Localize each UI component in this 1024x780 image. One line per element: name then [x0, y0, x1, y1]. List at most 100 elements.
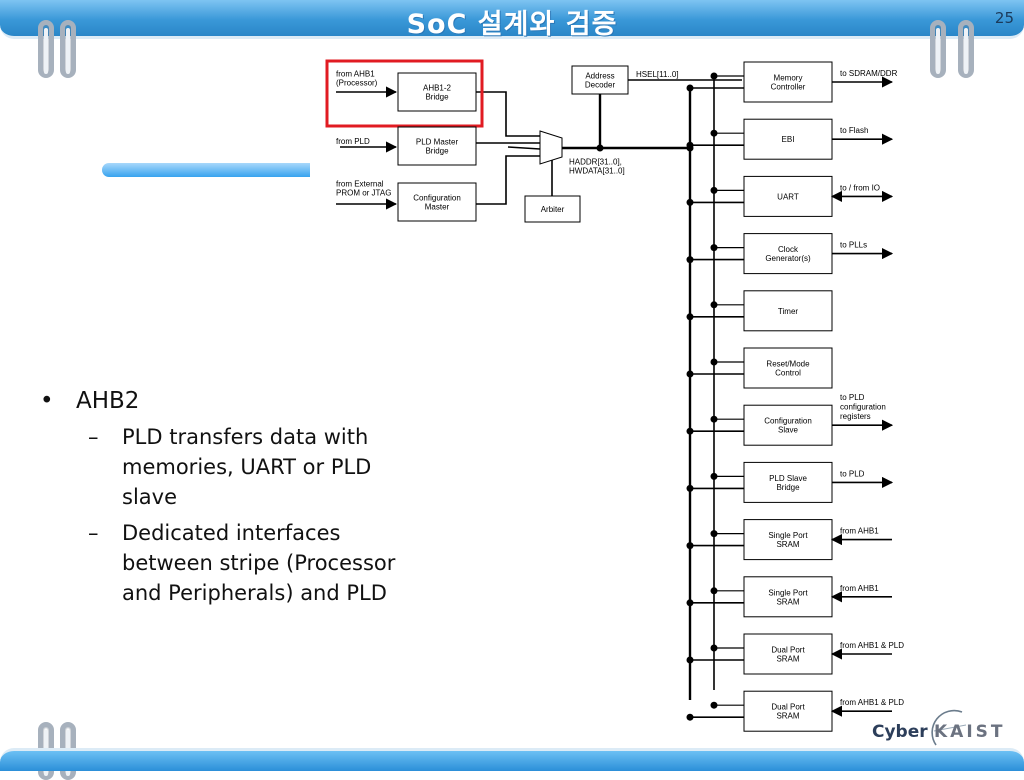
dash-icon: –: [88, 425, 99, 449]
slave-block-label: EBI: [782, 135, 795, 144]
sub-bullet-text: PLD transfers data with memories, UART o…: [122, 425, 372, 509]
slave-block: [743, 118, 833, 160]
dash-icon: –: [88, 521, 99, 545]
slave-block-label: Configuration: [764, 417, 812, 426]
slave-block: [743, 633, 833, 675]
slide-number: 25: [994, 9, 1014, 27]
binder-ring-icon: [38, 20, 54, 78]
junction-dot: [686, 713, 694, 721]
junction-dot: [710, 186, 718, 194]
slave-block: [743, 61, 833, 103]
address-decoder: [571, 65, 629, 95]
junction-dot: [686, 599, 694, 607]
junction-dot: [710, 701, 718, 709]
slave-block-label: Memory: [774, 74, 803, 83]
arbiter-label: Arbiter: [541, 205, 565, 214]
slave-block-label: Dual Port: [771, 703, 805, 712]
sub-bullet-text: Dedicated interfaces between stripe (Pro…: [122, 521, 396, 605]
slave-block-label: Generator(s): [765, 254, 811, 263]
logo-text-cyber: Cyber: [872, 722, 928, 742]
junction-dot: [686, 313, 694, 321]
address-decoder-label: Decoder: [585, 81, 616, 90]
junction-dot: [710, 587, 718, 595]
slave-block-label: SRAM: [776, 540, 799, 549]
binder-ring-icon: [930, 20, 946, 78]
sub-bullet-item: – Dedicated interfaces between stripe (P…: [40, 518, 422, 608]
io-label: to Flash: [840, 126, 868, 135]
input-label: (Processor): [336, 79, 378, 88]
left-block: [397, 182, 477, 222]
slave-block: [743, 290, 833, 332]
slave-block-label: Timer: [778, 307, 798, 316]
input-label: from External: [336, 180, 384, 189]
junction-dot: [686, 198, 694, 206]
bus-label: HWDATA[31..0]: [569, 167, 625, 176]
input-label: from PLD: [336, 137, 370, 146]
slave-block: [743, 347, 833, 389]
slave-block-label: Slave: [778, 426, 799, 435]
junction-dot: [686, 542, 694, 550]
junction-dot: [596, 144, 604, 152]
input-label: from AHB1: [336, 70, 375, 79]
slave-block: [743, 404, 833, 446]
bus-mux: [539, 130, 563, 165]
slave-block-label: Control: [775, 369, 801, 378]
page-title: SoC 설계와 검증: [406, 9, 618, 40]
binder-ring-icon: [60, 20, 76, 78]
header-bar: SoC 설계와 검증 25: [0, 0, 1024, 40]
address-decoder-label: Address: [585, 72, 614, 81]
io-label: from AHB1: [840, 584, 879, 593]
slave-block-label: SRAM: [776, 655, 799, 664]
io-label: configuration: [840, 403, 886, 412]
bus-label: HADDR[31..0],: [569, 158, 622, 167]
binder-ring-icon: [958, 20, 974, 78]
junction-dot: [710, 244, 718, 252]
io-label: to SDRAM/DDR: [840, 69, 898, 78]
junction-dot: [710, 644, 718, 652]
junction-dot: [686, 84, 694, 92]
left-block-label: Configuration: [413, 194, 461, 203]
junction-dot: [686, 141, 694, 149]
left-block: [397, 72, 477, 112]
junction-dot: [710, 72, 718, 80]
junction-dot: [710, 530, 718, 538]
junction-dot: [686, 656, 694, 664]
footer-bar: [0, 748, 1024, 771]
slave-block-label: SRAM: [776, 712, 799, 721]
slave-block-label: Single Port: [768, 531, 808, 540]
io-label: to PLLs: [840, 241, 867, 250]
junction-dot: [686, 427, 694, 435]
io-label: from AHB1: [840, 527, 879, 536]
accent-strip: [102, 163, 314, 177]
slave-block-label: UART: [777, 192, 799, 201]
junction-dot: [710, 129, 718, 137]
left-block-label: PLD Master: [416, 138, 459, 147]
slave-block: [743, 233, 833, 275]
slave-block-label: Bridge: [776, 483, 800, 492]
arbiter: [524, 195, 581, 223]
bullet-list: • AHB2 – PLD transfers data with memorie…: [40, 386, 420, 608]
junction-dot: [686, 256, 694, 264]
junction-dot: [686, 370, 694, 378]
io-label: registers: [840, 412, 871, 421]
junction-dot: [710, 301, 718, 309]
left-block: [397, 126, 477, 166]
junction-dot: [710, 415, 718, 423]
highlight-box: [325, 59, 484, 128]
io-label: to PLD: [840, 393, 865, 402]
logo-text-kaist: KAIST: [934, 722, 1006, 742]
slave-block-label: Single Port: [768, 588, 808, 597]
junction-dot: [710, 472, 718, 480]
slave-block-label: Clock: [778, 245, 799, 254]
bullet-dot-icon: •: [40, 388, 54, 414]
hsel-label: HSEL[11..0]: [636, 70, 679, 79]
io-label: to PLD: [840, 469, 865, 478]
bullet-item: • AHB2: [40, 386, 420, 416]
slave-block-label: PLD Slave: [769, 474, 807, 483]
left-block-label: Bridge: [425, 93, 449, 102]
slave-block-label: Dual Port: [771, 646, 805, 655]
io-label: from AHB1 & PLD: [840, 641, 904, 650]
slave-block-label: SRAM: [776, 597, 799, 606]
slave-block-label: Controller: [771, 83, 806, 92]
input-label: PROM or JTAG: [336, 189, 391, 198]
